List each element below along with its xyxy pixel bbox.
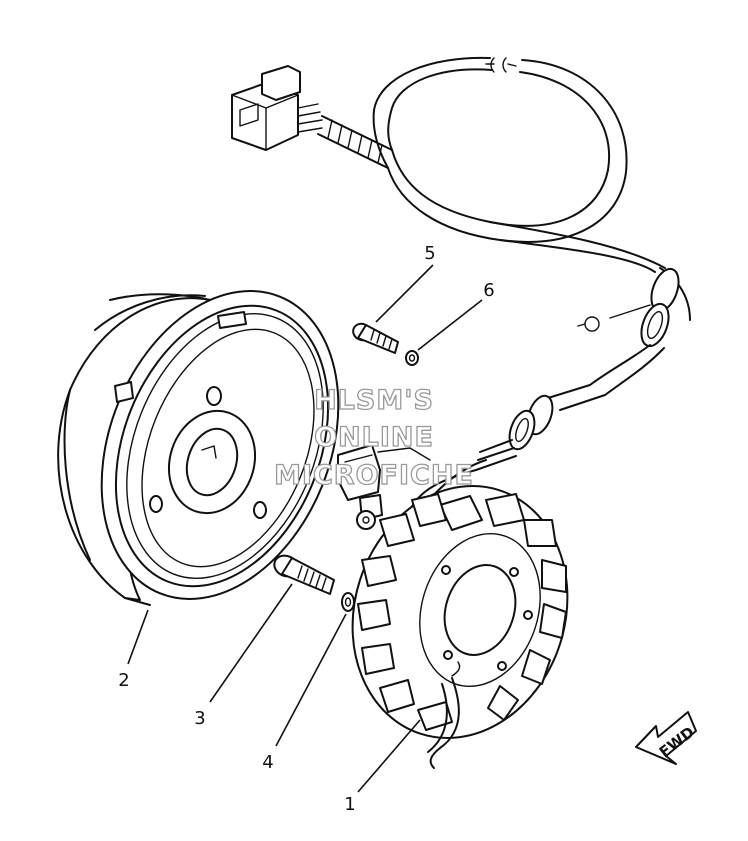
wire-harness [231, 56, 691, 551]
harness-grommet-upper [589, 267, 680, 396]
harness-connector [231, 65, 323, 151]
pickup-coil-assembly [337, 444, 431, 530]
stator-coil-assembly [351, 485, 569, 769]
callout-4: 4 [262, 752, 273, 773]
washer-6 [405, 350, 419, 366]
callout-3: 3 [194, 708, 205, 729]
callout-2: 2 [118, 670, 129, 691]
watermark-line-1: HLSM'S [314, 385, 434, 416]
watermark-line-3: MICROFICHE [274, 460, 474, 491]
leader-lines [127, 264, 483, 793]
screw-3 [273, 554, 335, 595]
forward-arrow-icon: FWD [635, 711, 698, 765]
washer-4 [341, 592, 355, 612]
callout-5: 5 [424, 243, 435, 264]
callout-6: 6 [483, 280, 494, 301]
flywheel-rotor [57, 290, 340, 606]
watermark: HLSM'S ONLINE MICROFICHE [273, 384, 474, 491]
watermark-line-2: ONLINE [314, 422, 434, 453]
screw-5 [352, 322, 399, 354]
callout-1: 1 [344, 794, 355, 815]
harness-grommet-lower [475, 384, 606, 471]
ground-terminal [577, 304, 651, 332]
